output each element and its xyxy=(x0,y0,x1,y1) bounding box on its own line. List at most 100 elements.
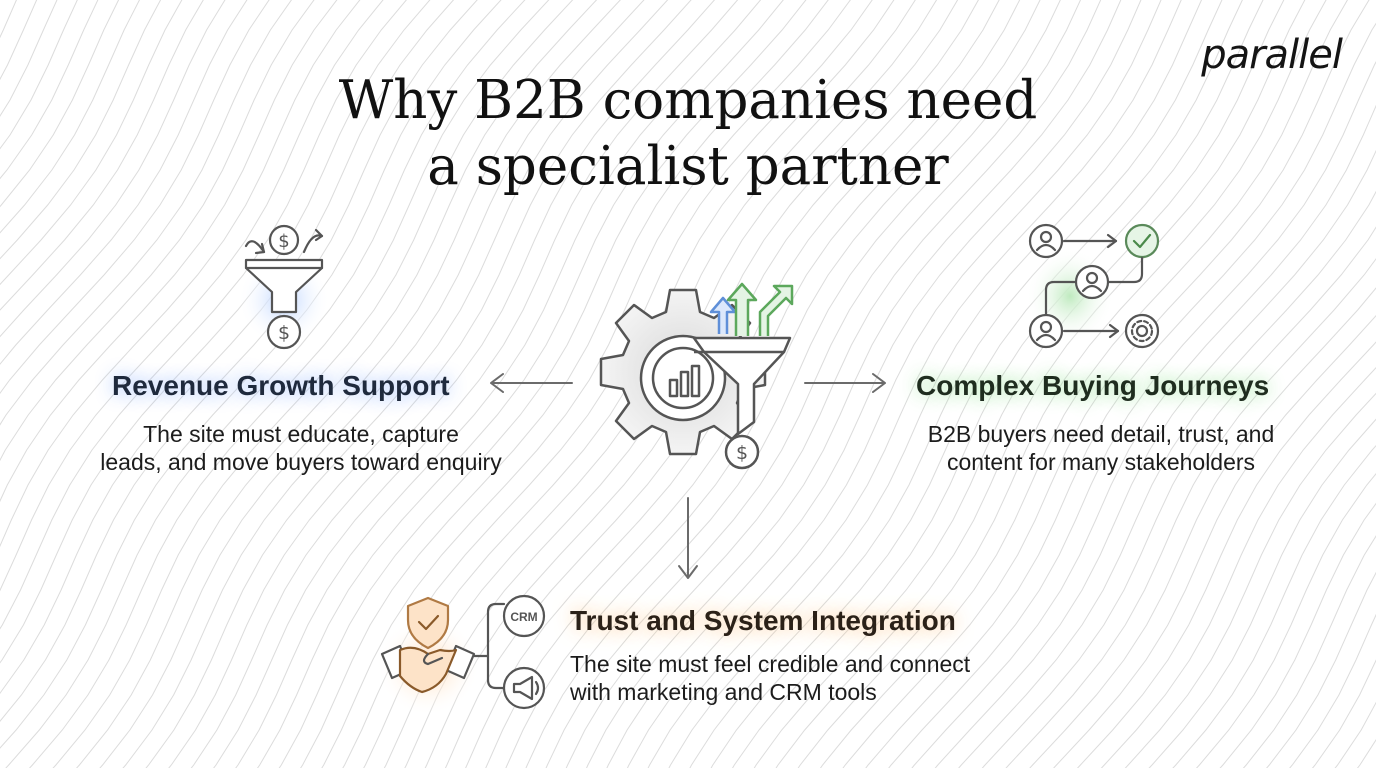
pattern-line xyxy=(321,0,851,768)
revenue-description: The site must educate, capture leads, an… xyxy=(88,420,514,476)
pattern-line xyxy=(52,0,574,768)
pattern-line xyxy=(934,149,1376,768)
pattern-line xyxy=(0,0,293,426)
journeys-desc-line-1: B2B buyers need detail, trust, and xyxy=(927,421,1275,447)
revenue-desc-line-2: leads, and move buyers toward enquiry xyxy=(100,449,502,475)
pattern-line xyxy=(1124,392,1376,768)
pattern-line xyxy=(0,0,204,311)
buyer-journey-icon xyxy=(1026,223,1160,349)
pattern-line xyxy=(1242,535,1376,768)
pattern-line xyxy=(0,0,361,548)
pattern-line xyxy=(300,0,829,768)
pattern-line xyxy=(911,104,1376,768)
trust-desc-line-2: with marketing and CRM tools xyxy=(570,679,877,705)
pattern-line xyxy=(586,0,1122,768)
pattern-line xyxy=(1076,341,1376,768)
pattern-line xyxy=(0,0,455,695)
pattern-line xyxy=(0,0,78,150)
pattern-line xyxy=(0,0,315,462)
pattern-line xyxy=(0,0,431,664)
pattern-line xyxy=(99,0,621,768)
pattern-line xyxy=(545,0,1082,768)
pattern-line xyxy=(122,0,645,768)
pattern-line xyxy=(1029,287,1376,768)
funnel-dollar-icon: $ $ xyxy=(238,224,330,350)
pattern-line xyxy=(865,22,1376,768)
pattern-line xyxy=(1148,418,1376,768)
pattern-line xyxy=(0,0,270,395)
gear-funnel-growth-icon: $ xyxy=(599,282,794,470)
handshake-shield-icon: CRM xyxy=(376,594,546,716)
pattern-line xyxy=(0,0,183,286)
pattern-line xyxy=(235,0,762,768)
crm-label: CRM xyxy=(510,610,537,624)
pattern-line xyxy=(145,0,669,768)
pattern-line xyxy=(0,0,99,180)
pattern-line xyxy=(168,0,692,768)
pattern-line xyxy=(797,0,1327,768)
svg-text:$: $ xyxy=(278,322,290,344)
pattern-line xyxy=(505,0,1041,768)
pattern-line xyxy=(606,0,1142,768)
pattern-line xyxy=(626,0,1162,768)
pattern-line xyxy=(0,0,58,117)
pattern-line xyxy=(565,0,1102,768)
pattern-line xyxy=(0,0,384,592)
pattern-line xyxy=(278,0,807,768)
pattern-line xyxy=(256,0,784,768)
pattern-line xyxy=(0,0,478,722)
revenue-heading: Revenue Growth Support xyxy=(112,370,450,401)
pattern-line xyxy=(0,0,248,365)
pattern-line xyxy=(732,0,1264,768)
pattern-line xyxy=(0,0,162,260)
pattern-line xyxy=(0,0,120,208)
pattern-line xyxy=(647,0,1182,768)
pattern-line xyxy=(525,0,1061,768)
title-line-1: Why B2B companies need xyxy=(338,70,1038,131)
pattern-line xyxy=(842,0,1370,768)
pattern-line xyxy=(1100,367,1376,768)
pattern-line xyxy=(819,0,1349,768)
pattern-line xyxy=(0,0,502,749)
arrow-left xyxy=(490,373,573,393)
pattern-line xyxy=(981,226,1376,768)
pattern-line xyxy=(689,0,1223,768)
pattern-line xyxy=(1053,314,1376,768)
pattern-line xyxy=(190,0,716,768)
svg-text:$: $ xyxy=(278,231,289,252)
pattern-line xyxy=(1005,258,1376,768)
pattern-line xyxy=(1289,613,1376,768)
pattern-line xyxy=(710,0,1243,768)
pattern-line xyxy=(1266,571,1376,768)
page-title: Why B2B companies need a specialist part… xyxy=(0,68,1376,200)
pattern-line xyxy=(0,0,338,503)
pattern-line xyxy=(958,190,1376,768)
pattern-line xyxy=(28,0,550,768)
journeys-description: B2B buyers need detail, trust, and conte… xyxy=(912,420,1290,476)
pattern-line xyxy=(213,0,739,768)
brand-logo: parallel xyxy=(1201,32,1343,78)
pattern-line xyxy=(753,0,1285,768)
revenue-desc-line-1: The site must educate, capture xyxy=(143,421,459,447)
arrow-down xyxy=(678,497,698,579)
pattern-line xyxy=(5,0,526,768)
pattern-line xyxy=(1195,473,1376,768)
svg-text:$: $ xyxy=(736,442,748,464)
pattern-line xyxy=(0,0,226,338)
pattern-line xyxy=(0,0,407,630)
journeys-heading: Complex Buying Journeys xyxy=(916,370,1270,401)
title-line-2: a specialist partner xyxy=(427,136,949,197)
pattern-line xyxy=(0,0,141,234)
pattern-line xyxy=(888,60,1376,768)
pattern-line xyxy=(775,0,1306,768)
pattern-line xyxy=(1172,445,1376,768)
trust-desc-line-1: The site must feel credible and connect xyxy=(570,651,971,677)
pattern-line xyxy=(1219,502,1376,768)
pattern-line xyxy=(668,0,1203,768)
pattern-line xyxy=(76,0,598,768)
trust-heading: Trust and System Integration xyxy=(570,605,956,636)
trust-description: The site must feel credible and connect … xyxy=(570,650,1010,706)
journeys-desc-line-2: content for many stakeholders xyxy=(946,449,1256,475)
